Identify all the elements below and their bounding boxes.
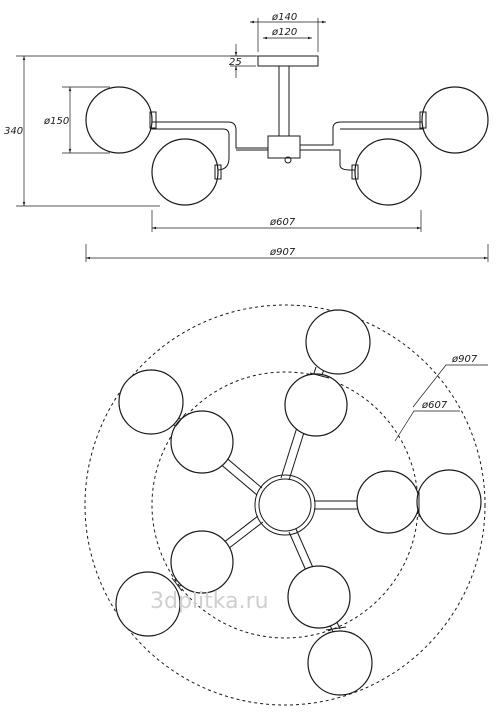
outer-diameter-circle: [84, 304, 486, 706]
globe-shade: [305, 309, 371, 375]
globe-shade: [416, 469, 482, 535]
left-back-arm: [152, 121, 268, 149]
dim-inner-span: ø607: [269, 217, 296, 228]
label-outer-diameter: ø907: [451, 354, 478, 365]
watermark: 3dplitka.ru: [150, 589, 269, 614]
hub-body: [267, 135, 301, 159]
dim-canopy-outer: ø140: [271, 12, 297, 23]
dim-total-height: 340: [4, 126, 23, 137]
globe-shade: [118, 369, 184, 435]
right-front-arm: [300, 149, 356, 171]
globe-shade: [151, 138, 219, 206]
dim-shade-diameter: ø150: [43, 116, 69, 127]
top-view: ø907 ø607 3dplitka.ru: [84, 304, 488, 706]
dim-canopy-height: 25: [229, 57, 242, 68]
center-stem: [278, 65, 290, 137]
dim-canopy-inner: ø120: [271, 27, 297, 38]
ceiling-canopy: [257, 55, 319, 67]
globe-shade: [115, 571, 181, 637]
globe-shade: [284, 373, 348, 437]
globe-shade: [307, 630, 373, 696]
central-hub: [254, 474, 316, 536]
label-inner-diameter: ø607: [421, 400, 448, 411]
dim-outer-span: ø907: [269, 247, 296, 258]
side-view: ø140 ø120 25 340 ø150 ø607 ø907: [4, 12, 489, 262]
globe-shade: [170, 410, 234, 474]
globe-shade: [287, 565, 351, 629]
left-front-arm: [150, 128, 230, 171]
globe-shade: [85, 86, 153, 154]
globe-shade: [354, 138, 422, 206]
globe-shade: [356, 470, 420, 534]
globe-shade: [421, 86, 489, 154]
right-back-arm: [300, 121, 425, 146]
globe-shade: [170, 530, 234, 594]
